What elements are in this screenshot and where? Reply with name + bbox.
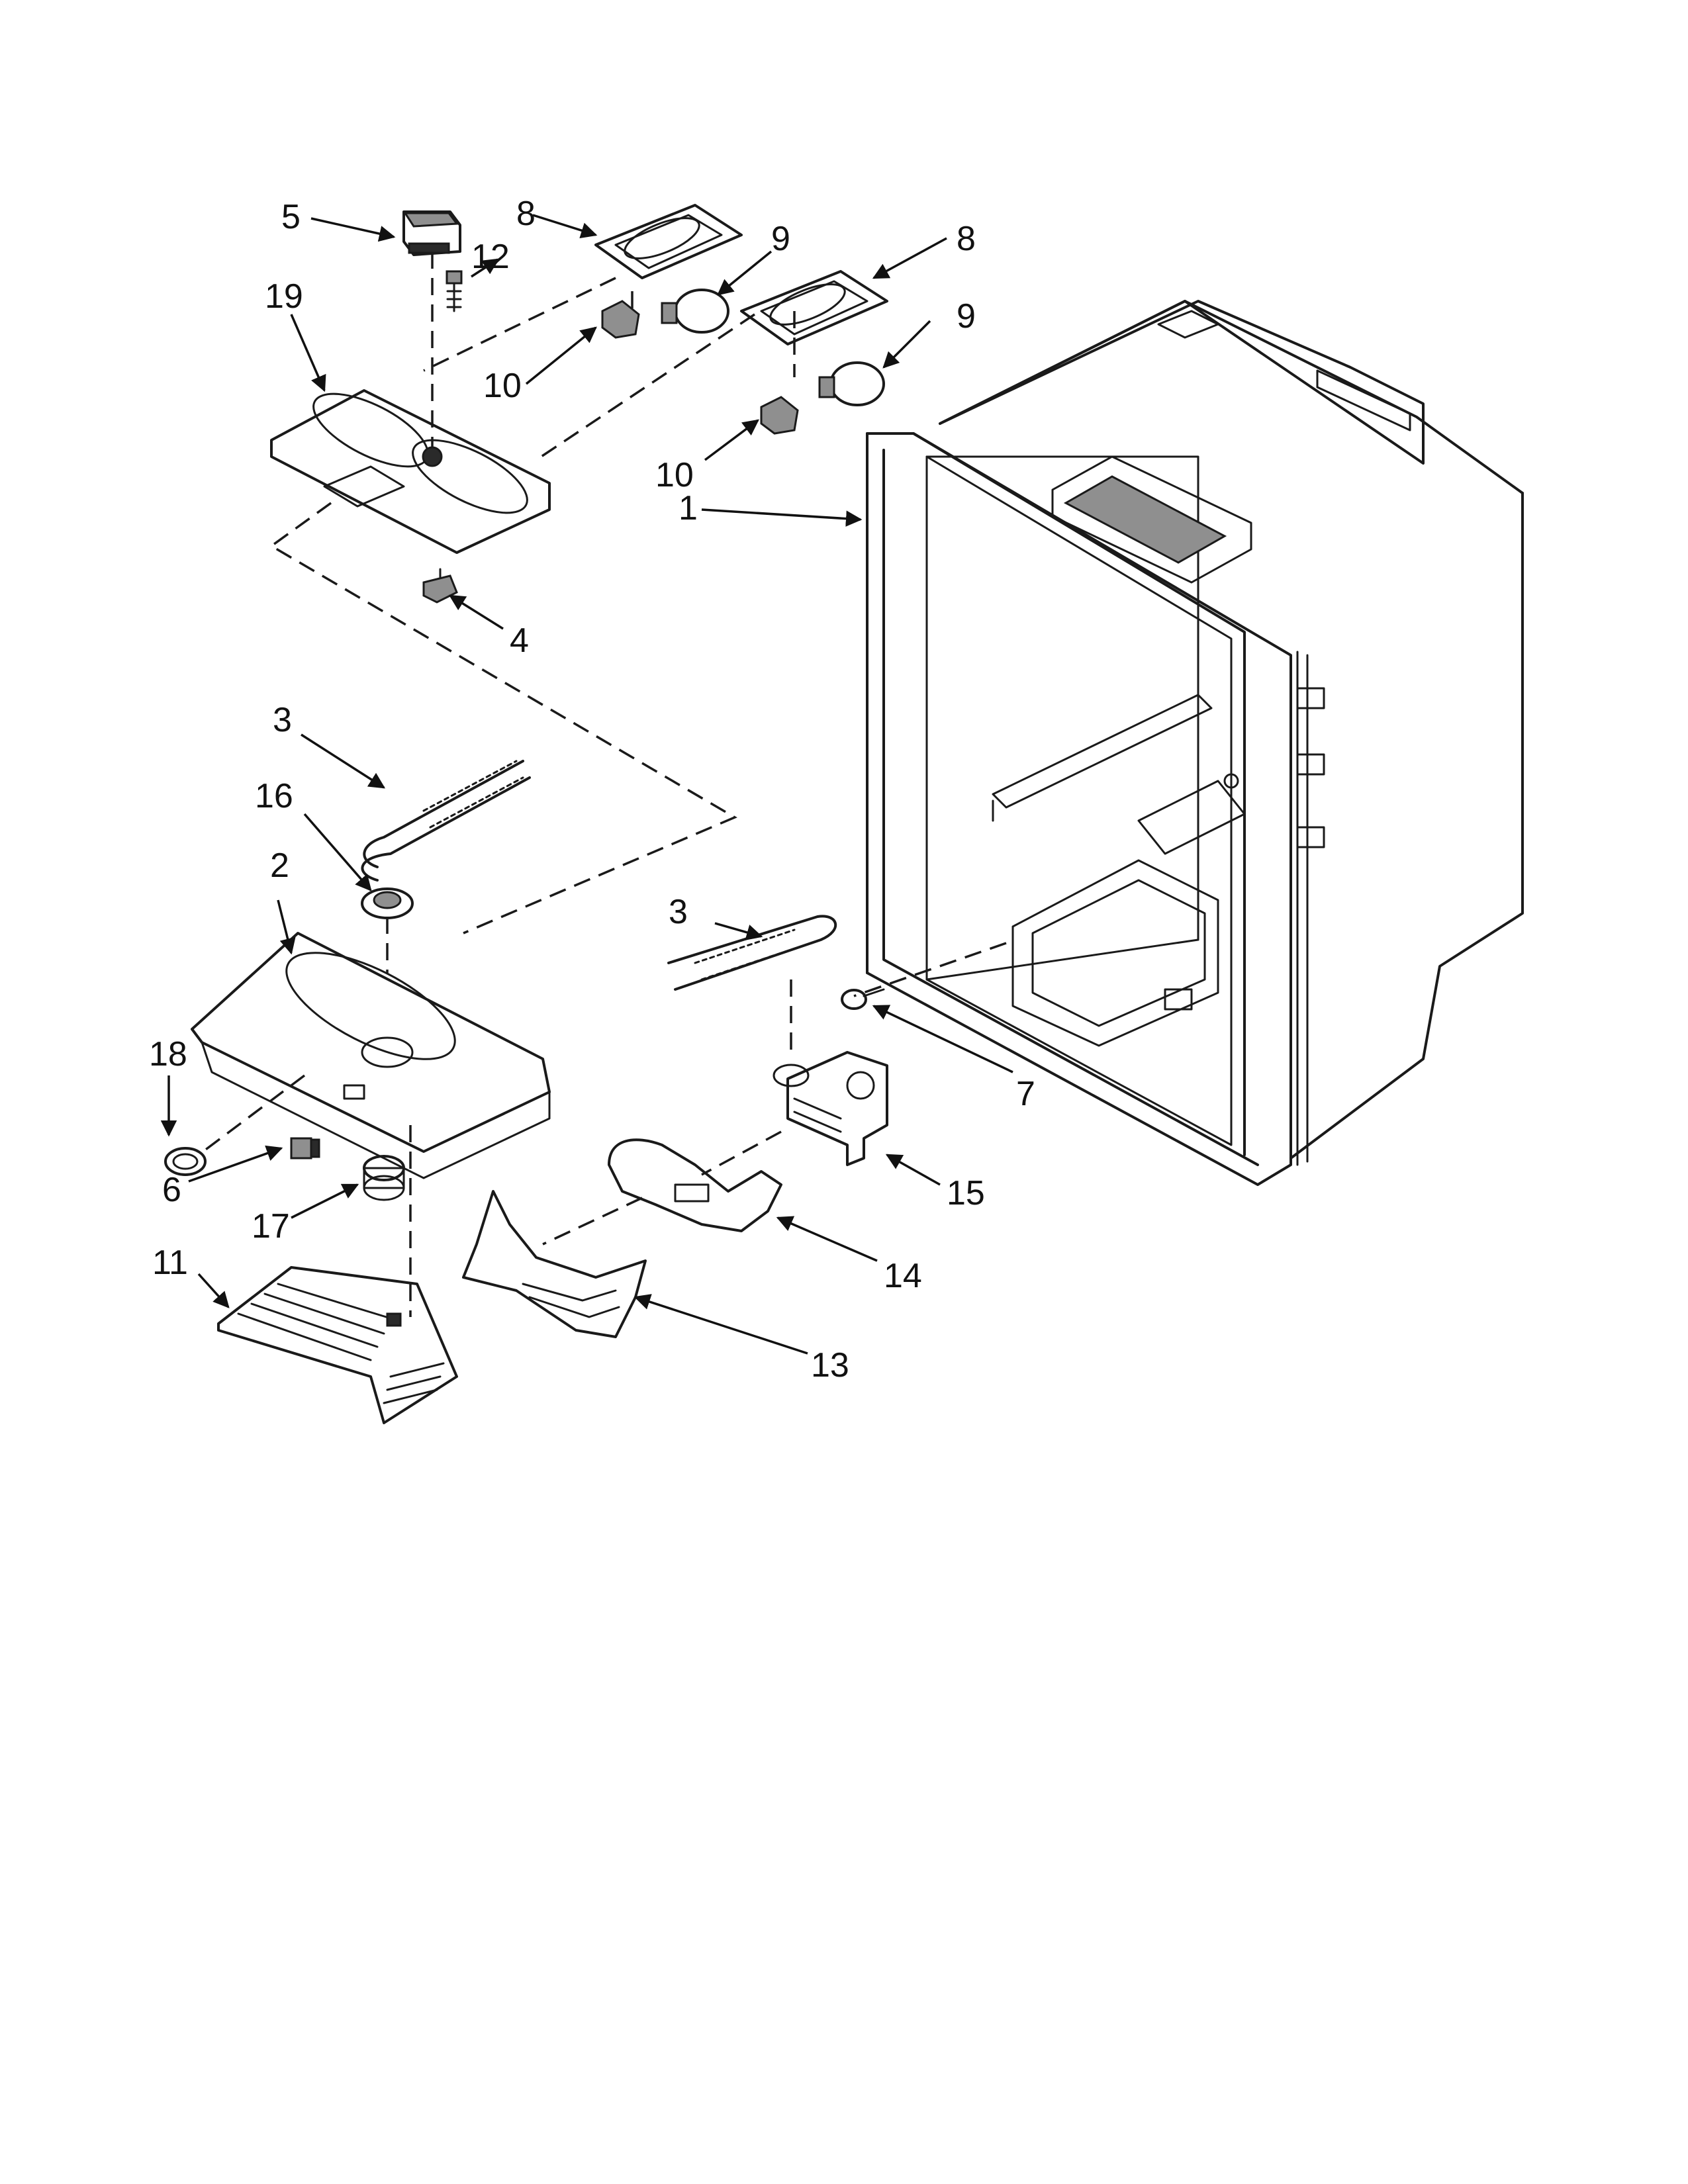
part-11-grille bbox=[217, 1266, 458, 1424]
part-12-screw bbox=[445, 270, 463, 312]
assembly-dashed-lines bbox=[197, 251, 1007, 1317]
callout-8-right: 8 bbox=[957, 220, 976, 258]
part-8-light-housing-left bbox=[594, 204, 743, 279]
callout-10-right: 10 bbox=[655, 456, 694, 494]
callout-3-upper: 3 bbox=[273, 701, 292, 739]
callout-1: 1 bbox=[679, 489, 698, 527]
callout-8-left: 8 bbox=[516, 195, 536, 233]
callout-2: 2 bbox=[270, 846, 289, 885]
part-13-air-duct bbox=[462, 1190, 647, 1338]
part-1-refrigerator-liner bbox=[866, 300, 1524, 1186]
part-9-light-bulb-right bbox=[818, 361, 885, 406]
callout-16: 16 bbox=[255, 777, 293, 815]
callout-15: 15 bbox=[947, 1174, 985, 1212]
callout-10-left: 10 bbox=[483, 367, 522, 405]
part-17-damper-motor bbox=[363, 1155, 405, 1201]
part-9-light-bulb-left bbox=[661, 289, 729, 334]
callout-9-left: 9 bbox=[771, 220, 790, 258]
callout-18: 18 bbox=[149, 1035, 187, 1073]
callout-11: 11 bbox=[152, 1244, 188, 1282]
part-19-light-mounting-plate bbox=[270, 389, 551, 554]
callout-17: 17 bbox=[252, 1207, 290, 1246]
callout-4: 4 bbox=[510, 621, 529, 660]
callout-12: 12 bbox=[471, 238, 510, 276]
callout-3-lower: 3 bbox=[669, 893, 688, 931]
callout-19: 19 bbox=[265, 277, 303, 316]
part-4-connector bbox=[422, 568, 458, 604]
callout-6: 6 bbox=[162, 1171, 181, 1209]
part-5-control-module bbox=[402, 210, 461, 256]
callout-9-right: 9 bbox=[957, 297, 976, 336]
leader-lines bbox=[160, 214, 1013, 1355]
part-15-valve-assembly bbox=[773, 1051, 888, 1166]
part-16-fan bbox=[361, 887, 414, 919]
part-8-light-housing-right bbox=[740, 270, 888, 345]
callout-5: 5 bbox=[281, 198, 301, 236]
part-14-duct-cover bbox=[608, 1138, 782, 1232]
callout-labels: 1 2 3 3 4 5 6 7 8 8 9 9 10 10 11 12 13 1… bbox=[149, 195, 1035, 1385]
part-10-socket-right bbox=[760, 396, 799, 435]
part-3-led-strip-left bbox=[361, 760, 531, 882]
part-3-led-strip-right bbox=[667, 915, 837, 991]
part-2-fan-cover bbox=[191, 932, 551, 1179]
callout-7: 7 bbox=[1016, 1075, 1035, 1113]
part-10-socket-left bbox=[601, 300, 640, 339]
part-6-switch bbox=[290, 1137, 320, 1160]
callout-14: 14 bbox=[884, 1257, 922, 1295]
part-7-screw bbox=[841, 988, 885, 1010]
part-18-grommet bbox=[164, 1147, 207, 1176]
callout-13: 13 bbox=[811, 1346, 849, 1385]
